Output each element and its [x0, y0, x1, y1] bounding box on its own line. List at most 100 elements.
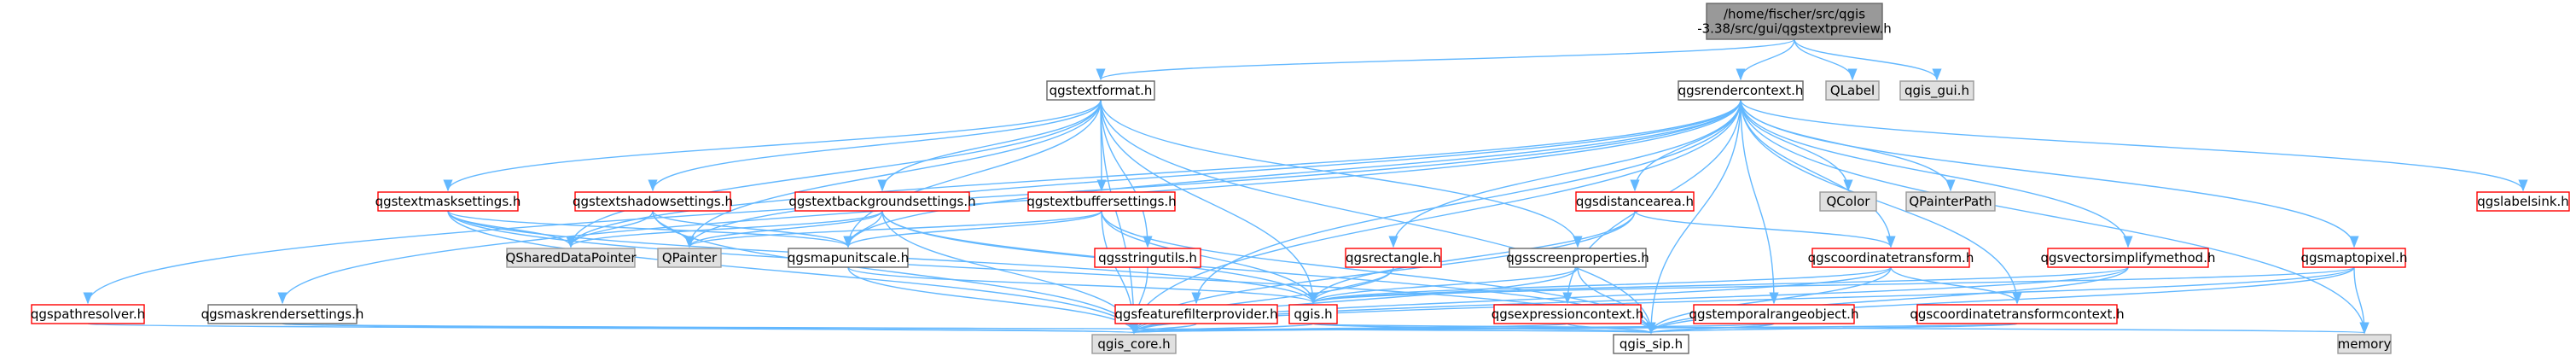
node-vectorsimplify[interactable]: qgsvectorsimplifymethod.h	[2041, 248, 2216, 268]
node-label: qgstextbackgroundsettings.h	[788, 194, 975, 209]
edge-rendercontext-to-qpainter	[684, 99, 1742, 248]
node-label: /home/fischer/src/qgis-3.38/src/gui/qgst…	[1697, 7, 1892, 37]
edge-textbuffer-to-mapunitscale	[843, 210, 1102, 248]
node-box	[574, 191, 731, 212]
node-coordtransformctx[interactable]: qgscoordinatetransformcontext.h	[1910, 304, 2125, 324]
node-label: qgsscreenproperties.h	[1506, 250, 1649, 266]
node-box	[1899, 80, 1974, 101]
node-box	[1819, 191, 1877, 212]
node-box	[1288, 304, 1338, 324]
node-stringutils[interactable]: qgsstringutils.h	[1094, 248, 1201, 268]
node-box	[1345, 248, 1442, 268]
node-qcolor[interactable]: QColor	[1819, 191, 1877, 212]
edge-mapunitscale-to-qgiscore	[847, 266, 1139, 335]
node-box	[1046, 80, 1155, 101]
node-rectangle[interactable]: qgsrectangle.h	[1345, 248, 1442, 268]
node-box	[1693, 304, 1855, 324]
node-featurefilter[interactable]: qgsfeaturefilterprovider.h	[1114, 304, 1278, 324]
node-pathresolver[interactable]: qgspathresolver.h	[31, 304, 145, 324]
node-coordtransform[interactable]: qgscoordinatetransform.h	[1808, 248, 1974, 268]
node-qgis[interactable]: qgis.h	[1288, 304, 1338, 324]
edge-rendercontext-to-coordtransformctx	[1740, 99, 2022, 305]
node-label: qgsrendercontext.h	[1678, 83, 1804, 98]
node-root[interactable]: /home/fischer/src/qgis-3.38/src/gui/qgst…	[1697, 3, 1892, 40]
edge-rendercontext-to-qgissip	[1646, 99, 1742, 335]
edge-maptopixel-to-qgissip	[1646, 266, 2355, 335]
node-maskrender[interactable]: qgsmaskrendersettings.h	[201, 304, 364, 324]
node-box	[794, 191, 970, 212]
node-label: QLabel	[1830, 83, 1875, 98]
edge-coordtransformctx-to-qgiscore	[1131, 321, 2018, 335]
node-box	[1509, 248, 1647, 268]
node-textbuffer[interactable]: qgstextbuffersettings.h	[1026, 191, 1177, 212]
edge-rendercontext-to-coordtransform	[1740, 99, 1896, 248]
edge-rendercontext-to-qgiscore	[1129, 99, 1742, 335]
node-qgissip[interactable]: qgis_sip.h	[1613, 334, 1689, 354]
node-textmask[interactable]: qgstextmasksettings.h	[375, 191, 521, 212]
node-box	[1575, 191, 1695, 212]
edge-textbg-to-qpainter	[684, 210, 883, 248]
node-label: qgstextformat.h	[1050, 83, 1153, 98]
edge-rendercontext-to-maskrender	[277, 99, 1742, 305]
edge-textformat-to-qgiscore	[1100, 99, 1139, 335]
node-qlabel[interactable]: QLabel	[1825, 80, 1880, 101]
node-textbg[interactable]: qgstextbackgroundsettings.h	[788, 191, 976, 212]
node-box	[1905, 191, 1996, 212]
edge-rendercontext-to-temporalrange	[1740, 99, 1779, 305]
node-label: qgsdistancearea.h	[1576, 194, 1694, 209]
node-textshadow[interactable]: qgstextshadowsettings.h	[573, 191, 733, 212]
node-label: qgslabelsink.h	[2477, 194, 2569, 209]
node-label: qgsexpressioncontext.h	[1492, 306, 1644, 322]
edge-textformat-to-stringutils	[1100, 99, 1153, 248]
edge-screenprops-to-qgis	[1308, 266, 1579, 305]
node-distancearea[interactable]: qgsdistancearea.h	[1575, 191, 1695, 212]
node-qpainter[interactable]: QPainter	[657, 248, 722, 268]
edge-rendercontext-to-vectorsimplify	[1740, 99, 2133, 248]
edge-textformat-to-qgis	[1100, 99, 1318, 305]
node-box	[1114, 304, 1278, 324]
node-qgisgui[interactable]: qgis_gui.h	[1899, 80, 1974, 101]
node-memory[interactable]: memory	[2337, 334, 2392, 354]
node-box	[1916, 304, 2118, 324]
edge-qgis-to-qgiscore	[1129, 322, 1314, 335]
node-temporalrange[interactable]: qgstemporalrangeobject.h	[1689, 304, 1859, 324]
node-box	[31, 304, 145, 324]
node-label: qgstextbuffersettings.h	[1026, 194, 1176, 209]
node-textformat[interactable]: qgstextformat.h	[1046, 80, 1155, 101]
node-maptopixel[interactable]: qgsmaptopixel.h	[2300, 248, 2408, 268]
edge-rendercontext-to-memory	[1740, 99, 2370, 335]
edge-vectorsimplify-to-qgis	[1308, 266, 2129, 305]
edge-vectorsimplify-to-qgissip	[1646, 266, 2129, 335]
node-box	[2476, 191, 2570, 212]
node-qpainterpath[interactable]: QPainterPath	[1905, 191, 1996, 212]
node-labelsink[interactable]: qgslabelsink.h	[2476, 191, 2570, 212]
node-box	[657, 248, 722, 268]
node-box	[1613, 334, 1689, 354]
node-box	[1493, 304, 1642, 324]
edge-textmask-to-qgiscore	[447, 210, 1139, 335]
edge-textmask-to-mapunitscale	[447, 210, 853, 248]
edge-textshadow-to-mapunitscale	[652, 210, 853, 248]
node-box	[1027, 191, 1176, 212]
node-label: qgis_sip.h	[1619, 336, 1683, 353]
node-box	[788, 248, 909, 268]
node-exprcontext[interactable]: qgsexpressioncontext.h	[1492, 304, 1644, 324]
node-box	[1825, 80, 1880, 101]
node-label: qgsfeaturefilterprovider.h	[1114, 306, 1277, 322]
node-mapunitscale[interactable]: qgsmapunitscale.h	[788, 248, 909, 268]
node-qgiscore[interactable]: qgis_core.h	[1091, 334, 1177, 354]
edge-rendercontext-to-maptopixel	[1740, 99, 2359, 248]
node-qshared[interactable]: QSharedDataPointer	[505, 248, 637, 268]
edge-rendercontext-to-qshared	[566, 99, 1742, 248]
edge-maptopixel-to-qgis	[1309, 266, 2355, 305]
edge-root-to-rendercontext	[1736, 38, 1795, 81]
node-box	[2302, 248, 2406, 268]
edge-rendercontext-to-mapunitscale	[843, 99, 1742, 248]
edge-textbg-to-qshared	[566, 210, 883, 248]
node-box	[2047, 248, 2209, 268]
edge-root-to-textformat	[1096, 38, 1795, 81]
edge-mapunitscale-to-qgis	[847, 266, 1318, 305]
node-screenprops[interactable]: qgsscreenproperties.h	[1506, 248, 1649, 268]
node-rendercontext[interactable]: qgsrendercontext.h	[1678, 80, 1804, 101]
edge-textformat-to-qshared	[566, 99, 1102, 248]
